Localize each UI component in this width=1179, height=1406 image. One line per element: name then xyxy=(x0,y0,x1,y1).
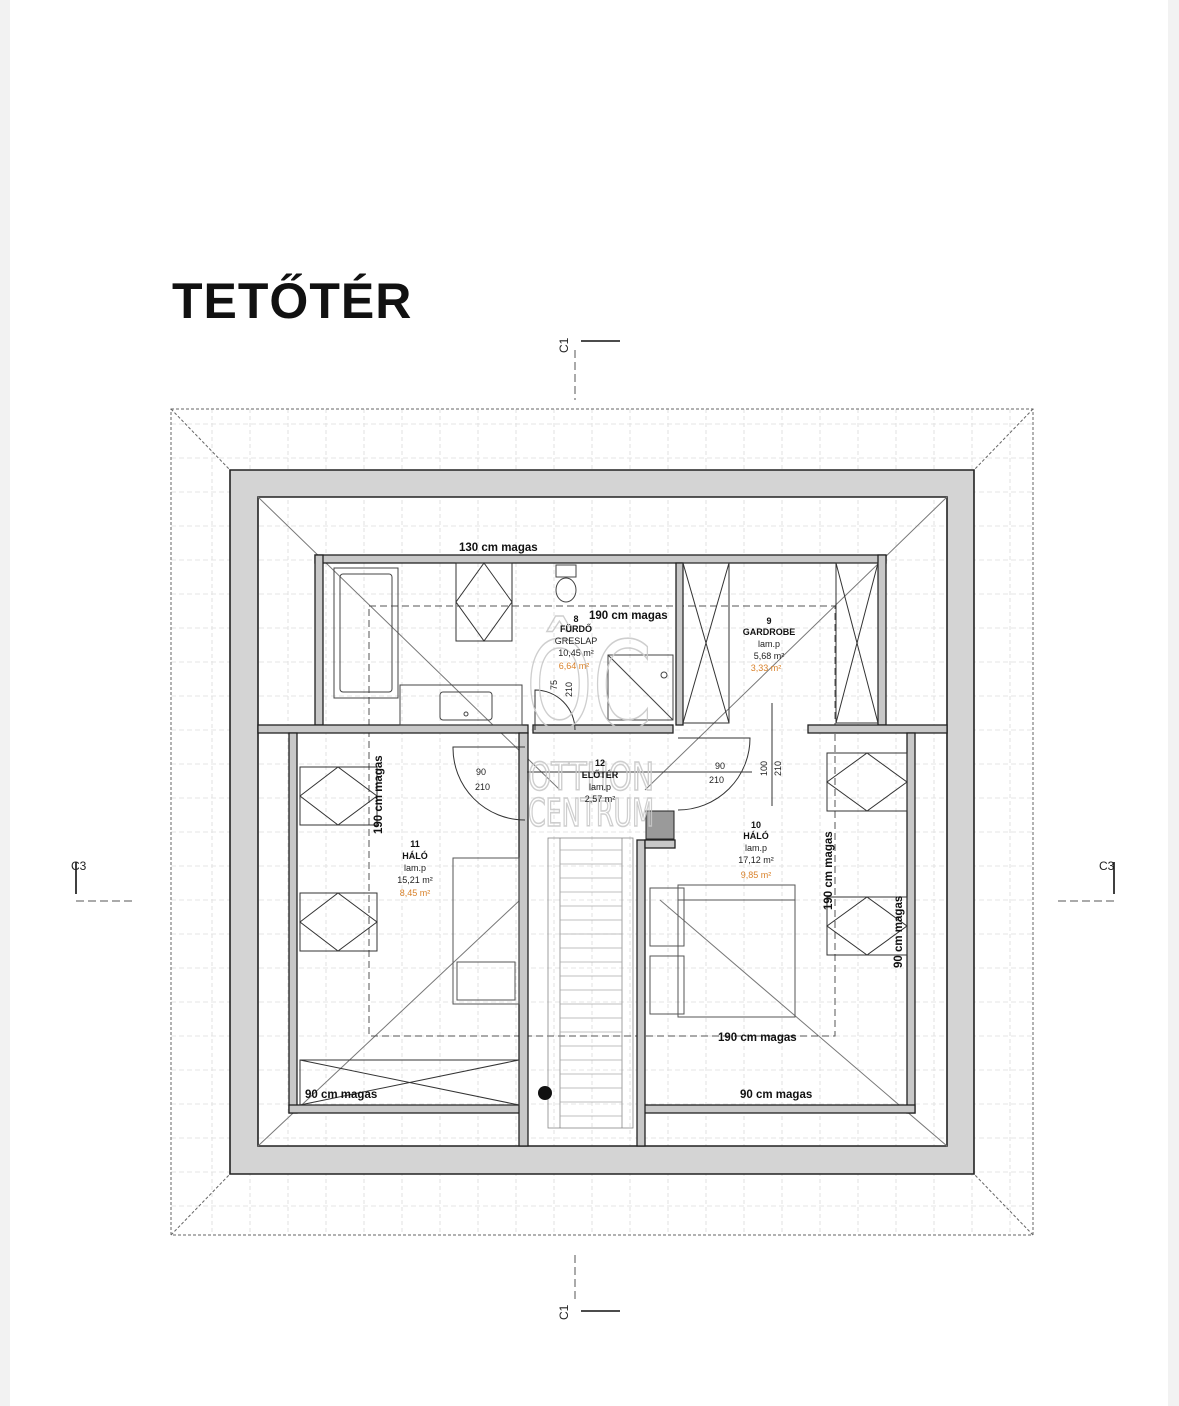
svg-text:OTTHON: OTTHON xyxy=(528,755,654,799)
room-label-bath: 8 FÜRDŐ GRESLAP 10,45 m² 6,64 m² xyxy=(555,614,598,671)
bedroom10-cabinets xyxy=(826,752,908,956)
svg-text:8,45 m²: 8,45 m² xyxy=(400,888,431,898)
section-marker-right: C3 xyxy=(1058,859,1115,902)
staircase xyxy=(547,837,634,1129)
height-label-left-90: 90 cm magas xyxy=(305,1089,377,1101)
svg-text:8: 8 xyxy=(573,614,578,624)
interior-walls xyxy=(257,554,948,1147)
svg-text:lam.p: lam.p xyxy=(589,782,611,792)
svg-text:HÁLÓ: HÁLÓ xyxy=(402,850,428,861)
svg-text:CENTRUM: CENTRUM xyxy=(528,791,654,835)
svg-text:C3: C3 xyxy=(71,859,87,873)
height-190-line xyxy=(368,605,836,1037)
watermark-logo: ÔC OTTHON CENTRUM xyxy=(525,616,655,836)
svg-text:C3: C3 xyxy=(1099,859,1115,873)
svg-text:12: 12 xyxy=(595,758,605,768)
page-title: TETŐTÉR xyxy=(172,273,413,329)
svg-text:lam.p: lam.p xyxy=(758,639,780,649)
bathtub xyxy=(333,567,399,699)
stair-treads xyxy=(560,849,622,1117)
roof-outline xyxy=(170,408,1034,1236)
door-dim-left-width: 90 xyxy=(476,767,486,777)
svg-text:lam.p: lam.p xyxy=(404,863,426,873)
svg-text:lam.p: lam.p xyxy=(745,843,767,853)
svg-text:11: 11 xyxy=(410,839,420,849)
bed-single xyxy=(452,857,520,1005)
door-dim-left-height: 210 xyxy=(475,782,490,792)
svg-text:10,45 m²: 10,45 m² xyxy=(558,648,594,658)
room-label-wardrobe: 9 GARDROBE lam.p 5,68 m² 3,33 m² xyxy=(743,616,796,673)
door-dim-bath-height: 210 xyxy=(564,682,574,697)
bed-double xyxy=(649,884,796,1018)
svg-text:3,33 m²: 3,33 m² xyxy=(751,663,782,673)
svg-text:C1: C1 xyxy=(557,337,571,353)
svg-text:GRESLAP: GRESLAP xyxy=(555,636,598,646)
stair-start-dot xyxy=(538,1086,552,1100)
section-marker-bottom: C1 xyxy=(557,1255,620,1320)
svg-text:17,12 m²: 17,12 m² xyxy=(738,855,774,865)
height-label-top: 130 cm magas xyxy=(459,542,538,554)
svg-text:ÔC: ÔC xyxy=(526,617,652,757)
toilet xyxy=(555,564,577,603)
shower xyxy=(607,654,674,721)
svg-text:9,85 m²: 9,85 m² xyxy=(741,870,772,880)
bedroom11-cabinets xyxy=(299,766,520,1106)
door-dim-bath-width: 75 xyxy=(549,680,559,690)
height-label-right-190: 190 cm magas xyxy=(823,831,835,910)
bath-cabinet xyxy=(455,562,513,642)
height-label-bottom-190: 190 cm magas xyxy=(718,1032,797,1044)
door-dim-wardrobe-height: 210 xyxy=(773,761,783,776)
room-label-bedroom11: 11 HÁLÓ lam.p 15,21 m² 8,45 m² xyxy=(397,839,433,898)
height-label-left-190: 190 cm magas xyxy=(373,755,385,834)
section-marker-top: C1 xyxy=(557,337,620,400)
wardrobe-units xyxy=(682,562,879,724)
height-label-bottom-90: 90 cm magas xyxy=(740,1089,812,1101)
svg-text:15,21 m²: 15,21 m² xyxy=(397,875,433,885)
svg-text:9: 9 xyxy=(766,616,771,626)
svg-text:10: 10 xyxy=(751,820,761,830)
section-marker-left: C3 xyxy=(71,859,132,902)
svg-text:2,57 m²: 2,57 m² xyxy=(585,794,616,804)
svg-text:FÜRDŐ: FÜRDŐ xyxy=(560,623,592,634)
door-dim-right-width: 90 xyxy=(715,761,725,771)
svg-text:C1: C1 xyxy=(557,1304,571,1320)
height-label-bath: 190 cm magas xyxy=(589,610,668,622)
room-label-bedroom10: 10 HÁLÓ lam.p 17,12 m² 9,85 m² xyxy=(738,820,774,880)
height-label-right-90: 90 cm magas xyxy=(893,896,905,968)
room-label-hall: 12 ELŐTÉR lam.p 2,57 m² xyxy=(582,758,619,804)
svg-text:ELŐTÉR: ELŐTÉR xyxy=(582,769,619,780)
door-dim-right-height: 210 xyxy=(709,775,724,785)
svg-text:5,68 m²: 5,68 m² xyxy=(754,651,785,661)
sink xyxy=(399,684,523,726)
door-swings xyxy=(452,689,773,821)
door-dim-wardrobe-width: 100 xyxy=(759,761,769,776)
svg-text:HÁLÓ: HÁLÓ xyxy=(743,830,769,841)
roof-tile-grid xyxy=(171,409,1033,1235)
chimney xyxy=(645,810,675,840)
svg-text:6,64 m²: 6,64 m² xyxy=(559,661,590,671)
svg-text:GARDROBE: GARDROBE xyxy=(743,627,796,637)
